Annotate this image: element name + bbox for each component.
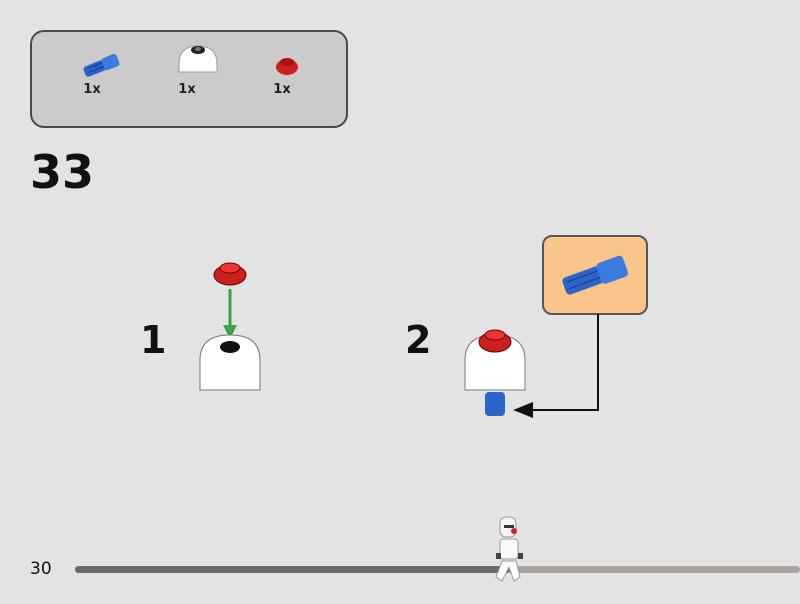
substep-number: 2 <box>405 318 432 362</box>
red-plate-icon <box>276 58 298 75</box>
white-dome-icon <box>178 45 218 73</box>
substep-2-illustration <box>464 329 526 416</box>
blue-axle-pin-icon <box>83 53 120 77</box>
step-number: 33 <box>30 145 95 199</box>
progress-fill <box>75 566 510 573</box>
part-blue-axle-pin <box>72 48 132 82</box>
parts-list-panel: 1x 1x 1x <box>30 30 348 128</box>
substep-number: 1 <box>140 318 167 362</box>
part-red-plate <box>257 52 317 78</box>
progress-bar <box>75 566 800 573</box>
clone-trooper-minifig-icon <box>495 516 523 582</box>
part-white-dome <box>168 38 228 82</box>
part-quantity: 1x <box>83 82 101 97</box>
substep-1-illustration <box>199 262 261 391</box>
part-quantity: 1x <box>273 82 291 97</box>
callout-arrow-icon <box>513 314 599 418</box>
part-quantity: 1x <box>178 82 196 97</box>
callout-box <box>542 235 648 315</box>
page-number: 30 <box>30 559 52 579</box>
blue-axle-pin-icon <box>562 255 629 295</box>
